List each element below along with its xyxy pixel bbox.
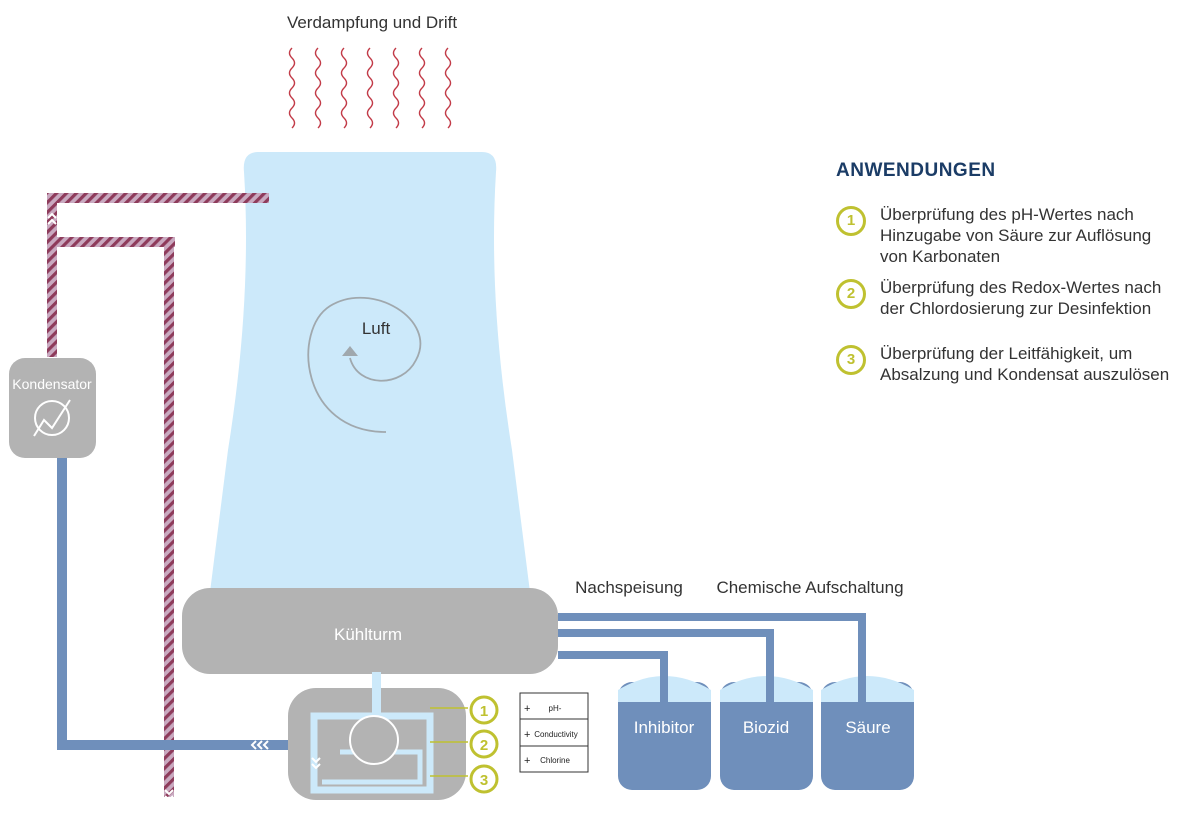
sensor-box-label: pH- — [549, 704, 562, 713]
legend-line: Hinzugabe von Säure zur Auflösung — [880, 226, 1152, 245]
sensor-box: + + + pH- Conductivity Chlorine — [519, 692, 589, 773]
chemical-feed-pipes — [558, 613, 866, 691]
condenser-symbol-icon — [34, 400, 70, 436]
flow-chevron-icon — [311, 757, 321, 770]
sensor-marker-2: 2 — [469, 729, 499, 759]
sensor-leaders — [430, 707, 468, 777]
vapor-line — [418, 47, 426, 129]
swirl-arrow-icon — [342, 346, 358, 356]
sensor-box-marker: + — [524, 755, 530, 767]
legend-item-3: 3 Überprüfung der Leitfähigkeit, um Absa… — [836, 343, 1196, 385]
cooling-basin: Kühlturm — [182, 588, 558, 674]
basin-label: Kühlturm — [334, 625, 402, 644]
tank-label: Biozid — [743, 718, 789, 737]
tank-label: Säure — [845, 718, 890, 737]
pump-housing — [288, 672, 466, 800]
legend-line: von Karbonaten — [880, 247, 1001, 266]
evaporation-lines — [288, 47, 452, 129]
sensor-number: 3 — [480, 772, 488, 789]
condenser: Kondensator — [9, 358, 96, 458]
legend-number: 1 — [836, 206, 866, 236]
hot-return-pipe — [47, 193, 269, 797]
top-label: Verdampfung und Drift — [287, 13, 457, 32]
air-label: Luft — [362, 319, 391, 338]
legend-number: 2 — [836, 279, 866, 309]
air-swirl — [307, 296, 422, 433]
sensor-box-label: Conductivity — [534, 730, 578, 739]
tank-inhibitor: Inhibitor — [618, 651, 711, 790]
chemical-label: Chemische Aufschaltung — [716, 578, 903, 597]
legend-number: 3 — [836, 345, 866, 375]
sensor-box-label: Chlorine — [540, 756, 570, 765]
sensor-box-marker: + — [524, 729, 530, 741]
cold-water-pipe — [57, 452, 359, 750]
sensor-marker-1: 1 — [469, 695, 499, 725]
vapor-line — [314, 47, 322, 129]
sensor-number: 2 — [480, 737, 488, 754]
legend-line: Überprüfung des Redox-Wertes nach — [880, 278, 1162, 297]
legend-item-1: 1 Überprüfung des pH-Wertes nach Hinzuga… — [836, 204, 1196, 267]
legend-panel: ANWENDUNGEN 1 Überprüfung des pH-Wertes … — [836, 160, 1196, 385]
flow-chevrons-cold — [250, 740, 269, 750]
condenser-zigzag-icon — [33, 399, 71, 437]
tower-body — [210, 152, 530, 592]
sensor-box-marker: + — [524, 703, 530, 715]
tank-label: Inhibitor — [634, 718, 695, 737]
feed-label: Nachspeisung — [575, 578, 683, 597]
legend-title: ANWENDUNGEN — [836, 160, 996, 181]
pump-icon — [349, 715, 399, 765]
vapor-line — [392, 47, 400, 129]
sensor-marker-3: 3 — [469, 764, 499, 794]
flow-chevrons-hot — [47, 212, 174, 802]
legend-line: Absalzung und Kondensat auszulösen — [880, 365, 1170, 384]
tank-saeure: Säure — [821, 613, 914, 790]
vapor-line — [444, 47, 452, 129]
tank-biozid: Biozid — [720, 629, 813, 790]
sensor-number: 1 — [480, 703, 488, 720]
vapor-line — [366, 47, 374, 129]
legend-line: der Chlordosierung zur Desinfektion — [880, 299, 1152, 318]
legend-line: Überprüfung der Leitfähigkeit, um — [880, 344, 1133, 363]
legend-line: Überprüfung des pH-Wertes nach — [880, 205, 1134, 224]
vapor-line — [288, 47, 296, 129]
vapor-line — [340, 47, 348, 129]
legend-item-2: 2 Überprüfung des Redox-Wertes nach der … — [836, 277, 1196, 319]
condenser-label: Kondensator — [12, 376, 92, 392]
